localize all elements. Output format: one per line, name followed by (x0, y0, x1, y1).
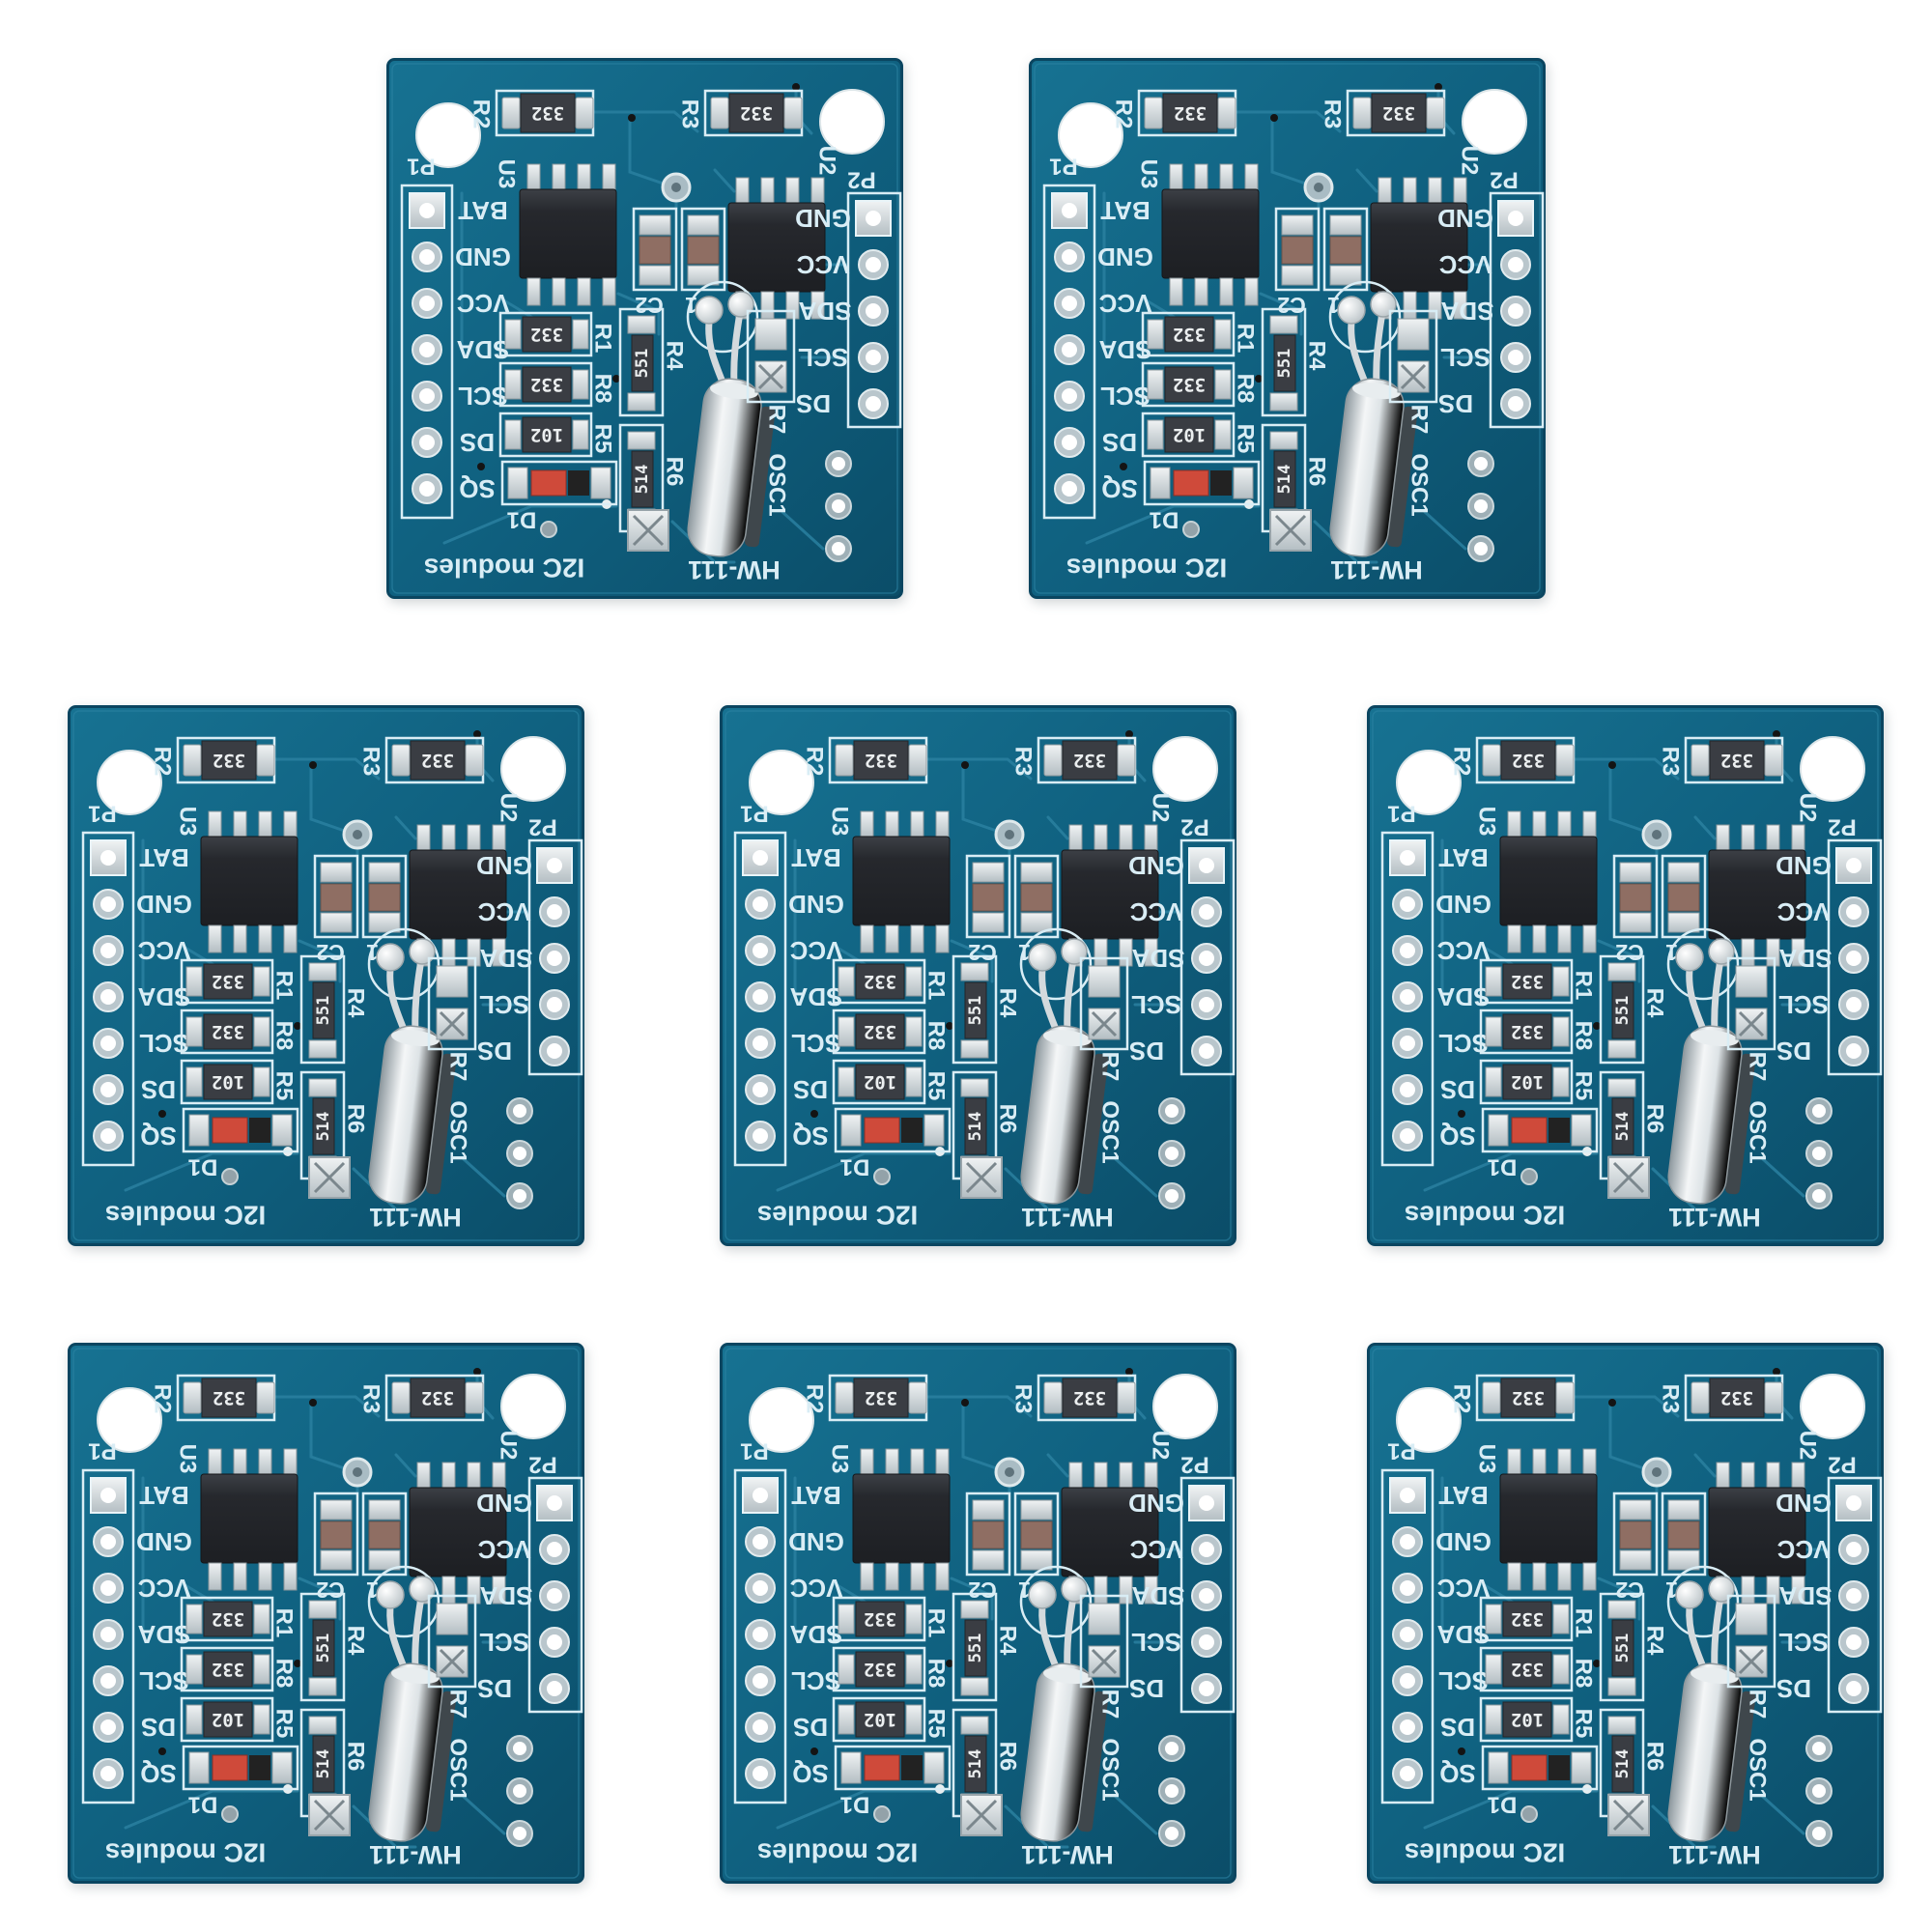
pcb-module-1 (388, 60, 902, 598)
pcb-module-2 (1031, 60, 1545, 598)
pcb-module-4 (722, 707, 1236, 1245)
pcb-module-3 (70, 707, 583, 1245)
pcb-module-7 (722, 1345, 1236, 1883)
pcb-module-6 (70, 1345, 583, 1883)
pcb-module-5 (1369, 707, 1883, 1245)
pcb-module-8 (1369, 1345, 1883, 1883)
